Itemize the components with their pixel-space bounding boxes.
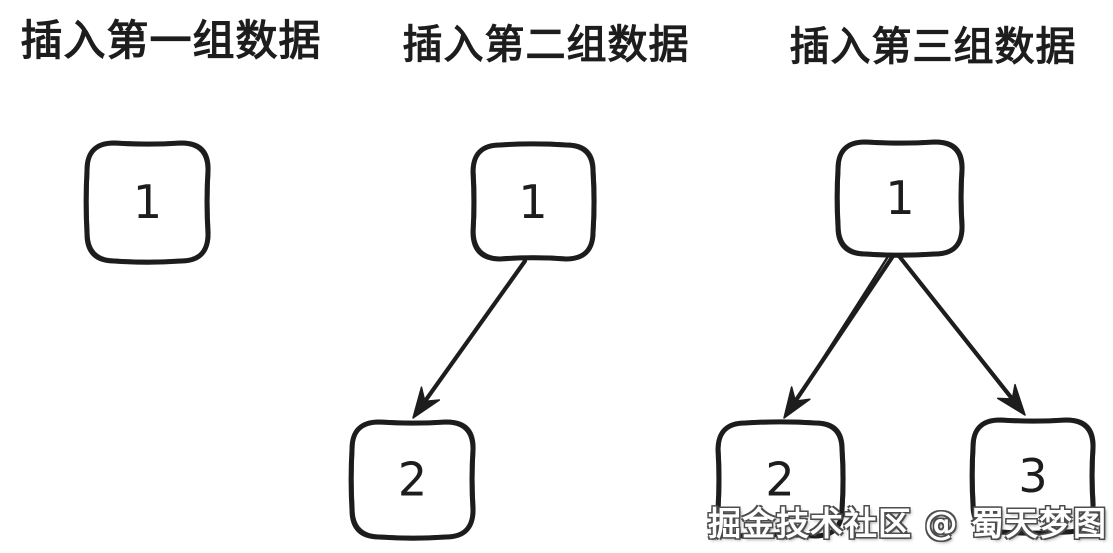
node-label: 1	[518, 175, 547, 229]
panel-title-second: 插入第二组数据	[402, 22, 690, 68]
tree-node: 2	[715, 419, 846, 539]
tree-node: 3	[969, 417, 1096, 536]
node-label: 1	[133, 175, 162, 229]
tree-node: 1	[83, 140, 211, 265]
node-label: 1	[885, 171, 914, 225]
watermark-text: 掘金技术社区 @ 蜀天梦图	[708, 504, 1107, 543]
node-label: 3	[1018, 449, 1047, 503]
panel-title-first: 插入第一组数据	[20, 16, 322, 65]
panel-title-third: 插入第三组数据	[789, 24, 1077, 70]
edge-arrow	[896, 253, 1026, 416]
arrowhead-icon	[996, 383, 1026, 416]
edge-arrow	[783, 250, 896, 419]
tree-node: 2	[348, 419, 476, 541]
node-label: 2	[398, 453, 427, 507]
arrowhead-icon	[412, 386, 441, 419]
tree-node: 1	[834, 139, 965, 258]
arrowhead-icon	[783, 386, 811, 419]
tree-node: 1	[470, 141, 597, 262]
node-label: 2	[765, 453, 794, 507]
edge-arrow	[412, 258, 528, 419]
